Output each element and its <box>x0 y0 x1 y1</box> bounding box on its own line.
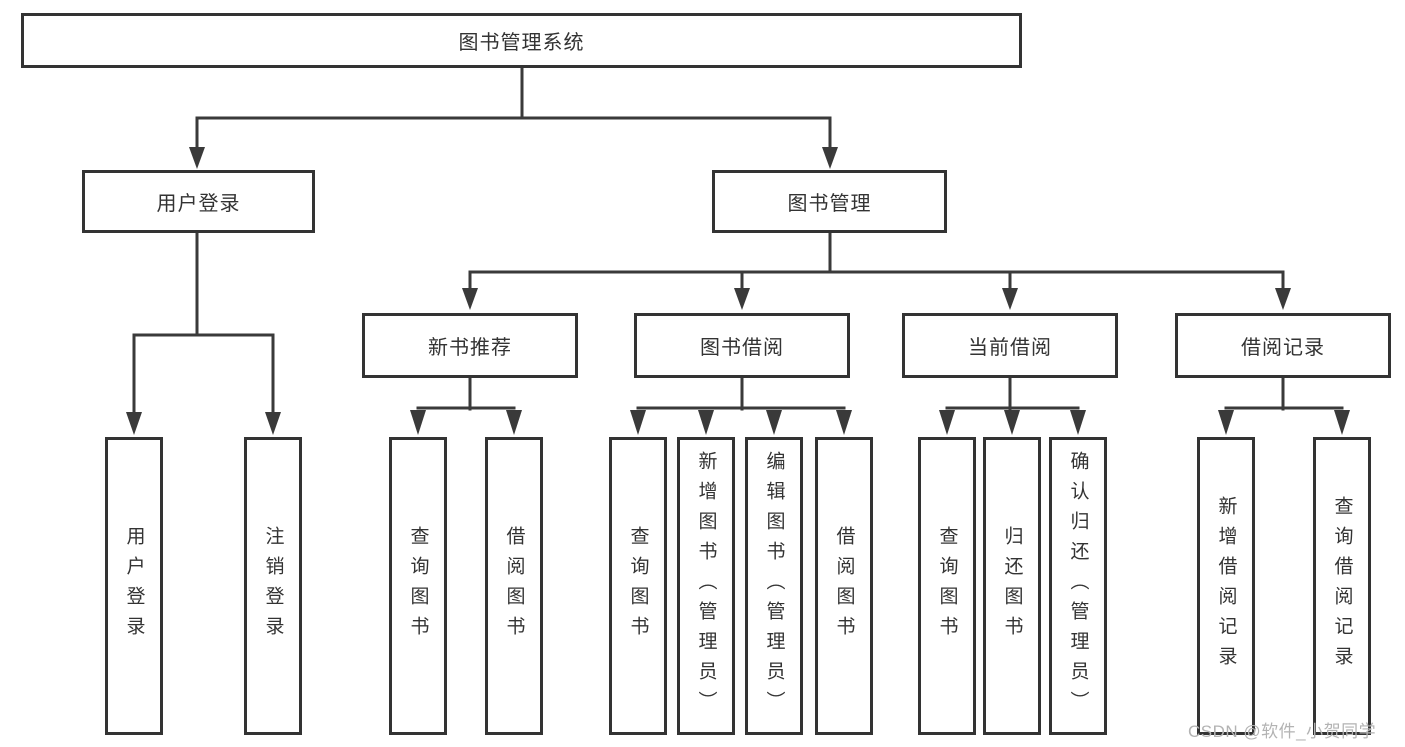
leaf-add-borrow-record: 新增借阅记录 <box>1197 437 1255 735</box>
node-borrow-records: 借阅记录 <box>1175 313 1391 378</box>
node-label: 查询图书 <box>627 526 649 646</box>
node-label: 新增借阅记录 <box>1215 496 1237 676</box>
leaf-confirm-return-admin: 确认归还（管理员） <box>1049 437 1107 735</box>
leaf-query-books-borrow: 查询图书 <box>609 437 667 735</box>
node-label: 当前借阅 <box>968 337 1052 359</box>
leaf-query-borrow-record: 查询借阅记录 <box>1313 437 1371 735</box>
node-book-management: 图书管理 <box>712 170 947 233</box>
leaf-edit-book-admin: 编辑图书（管理员） <box>745 437 803 735</box>
node-user-login: 用户登录 <box>82 170 315 233</box>
node-label: 确认归还（管理员） <box>1067 451 1089 721</box>
node-label: 注销登录 <box>262 526 284 646</box>
leaf-query-books-current: 查询图书 <box>918 437 976 735</box>
node-label: 编辑图书（管理员） <box>763 451 785 721</box>
leaf-return-book: 归还图书 <box>983 437 1041 735</box>
leaf-user-login: 用户登录 <box>105 437 163 735</box>
node-label: 查询借阅记录 <box>1331 496 1353 676</box>
node-label: 图书管理 <box>787 193 872 215</box>
leaf-borrow-books: 借阅图书 <box>815 437 873 735</box>
node-label: 图书借阅 <box>700 337 784 359</box>
node-label: 新书推荐 <box>428 337 512 359</box>
node-new-book-recommend: 新书推荐 <box>362 313 578 378</box>
csdn-watermark: CSDN @软件_小贺同学 <box>1188 722 1377 741</box>
node-label: 新增图书（管理员） <box>695 451 717 721</box>
node-label: 借阅图书 <box>503 526 525 646</box>
leaf-add-book-admin: 新增图书（管理员） <box>677 437 735 735</box>
node-label: 用户登录 <box>123 526 145 646</box>
node-root-system: 图书管理系统 <box>21 13 1022 68</box>
node-label: 查询图书 <box>936 526 958 646</box>
node-label: 借阅图书 <box>833 526 855 646</box>
node-label: 图书管理系统 <box>458 32 585 54</box>
node-current-borrow: 当前借阅 <box>902 313 1118 378</box>
node-label: 借阅记录 <box>1241 337 1325 359</box>
leaf-query-books-recommend: 查询图书 <box>389 437 447 735</box>
node-label: 用户登录 <box>156 193 241 215</box>
leaf-logout: 注销登录 <box>244 437 302 735</box>
node-label: 查询图书 <box>407 526 429 646</box>
node-label: 归还图书 <box>1001 526 1023 646</box>
node-book-borrow: 图书借阅 <box>634 313 850 378</box>
leaf-borrow-books-recommend: 借阅图书 <box>485 437 543 735</box>
